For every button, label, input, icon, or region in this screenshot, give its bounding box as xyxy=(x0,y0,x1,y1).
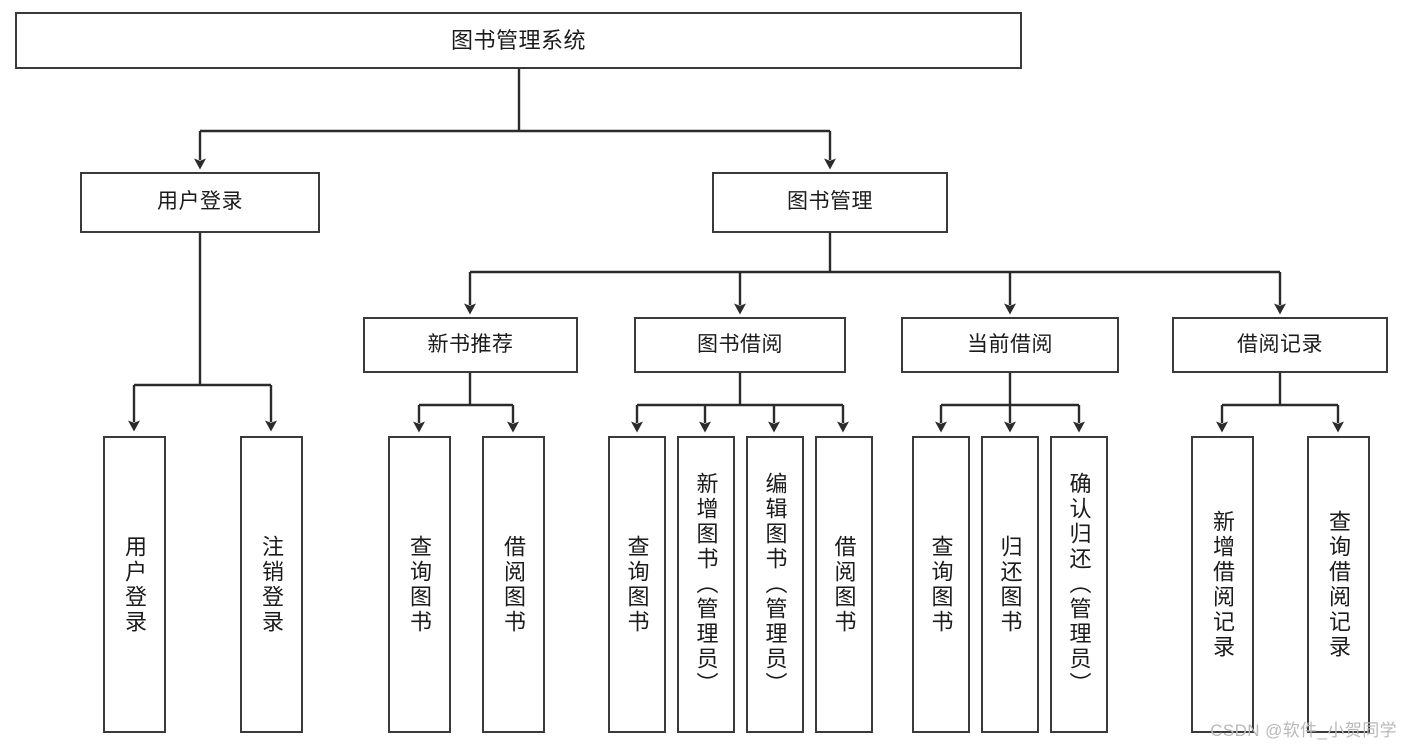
leaf-borrow-record-query[interactable]: 查询借阅记录 xyxy=(1307,436,1370,733)
node-label: 图书管理 xyxy=(787,190,873,214)
node-label: 查询借阅记录 xyxy=(1326,509,1352,660)
node-label: 注销登录 xyxy=(259,534,285,635)
node-label: 借阅记录 xyxy=(1237,332,1323,356)
node-label: 借阅图书 xyxy=(501,534,527,635)
leaf-new-book-query[interactable]: 查询图书 xyxy=(388,436,451,733)
node-label: 新增借阅记录 xyxy=(1210,509,1236,660)
leaf-book-borrow-query[interactable]: 查询图书 xyxy=(608,436,666,733)
node-label: 编辑图书（管理员） xyxy=(762,472,788,697)
node-label: 用户登录 xyxy=(122,534,148,635)
node-borrow-record[interactable]: 借阅记录 xyxy=(1172,317,1388,373)
leaf-new-book-borrow[interactable]: 借阅图书 xyxy=(482,436,545,733)
node-book-management[interactable]: 图书管理 xyxy=(712,172,948,233)
leaf-book-borrow-edit-admin[interactable]: 编辑图书（管理员） xyxy=(746,436,804,733)
node-root-book-management-system[interactable]: 图书管理系统 xyxy=(15,12,1022,69)
node-label: 用户登录 xyxy=(157,190,243,214)
leaf-book-borrow-add-admin[interactable]: 新增图书（管理员） xyxy=(677,436,735,733)
watermark: CSDN @软件_小贺同学 xyxy=(1210,721,1397,740)
node-book-borrow[interactable]: 图书借阅 xyxy=(634,317,846,373)
leaf-current-borrow-confirm-admin[interactable]: 确认归还（管理员） xyxy=(1050,436,1108,733)
leaf-user-login-logout[interactable]: 注销登录 xyxy=(240,436,303,733)
node-label: 查询图书 xyxy=(624,534,650,635)
node-label: 图书借阅 xyxy=(697,332,783,356)
node-label: 查询图书 xyxy=(928,534,954,635)
node-label: 借阅图书 xyxy=(831,534,857,635)
node-label: 当前借阅 xyxy=(967,332,1053,356)
node-label: 归还图书 xyxy=(997,534,1023,635)
node-label: 新书推荐 xyxy=(427,332,514,356)
node-current-borrow[interactable]: 当前借阅 xyxy=(901,317,1119,373)
leaf-user-login-login[interactable]: 用户登录 xyxy=(103,436,166,733)
node-label: 查询图书 xyxy=(407,534,433,635)
leaf-current-borrow-return[interactable]: 归还图书 xyxy=(981,436,1039,733)
node-label: 确认归还（管理员） xyxy=(1066,472,1092,697)
leaf-book-borrow-borrow[interactable]: 借阅图书 xyxy=(815,436,873,733)
leaf-borrow-record-add[interactable]: 新增借阅记录 xyxy=(1191,436,1254,733)
leaf-current-borrow-query[interactable]: 查询图书 xyxy=(912,436,970,733)
node-label: 新增图书（管理员） xyxy=(693,472,719,697)
node-new-book-recommend[interactable]: 新书推荐 xyxy=(363,317,578,373)
node-user-login[interactable]: 用户登录 xyxy=(80,172,320,233)
node-label: 图书管理系统 xyxy=(450,27,586,53)
